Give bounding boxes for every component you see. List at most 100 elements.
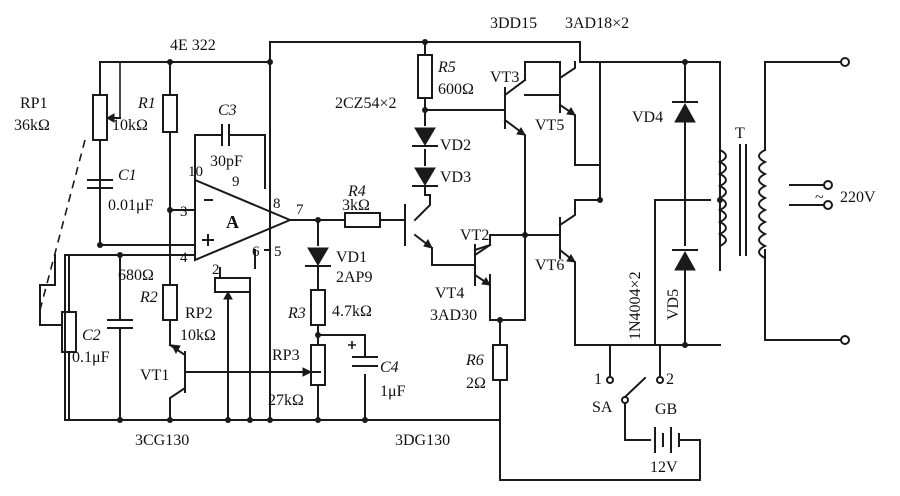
vt3-name-label: VT3 <box>490 69 519 86</box>
r2-value-label: 680Ω <box>118 267 154 284</box>
diode-model-label: 1N4004×2 <box>627 271 644 340</box>
pin-6-label: 6 <box>252 244 260 260</box>
vt4-model-label: 3AD30 <box>430 307 477 324</box>
r6-value-label: 2Ω <box>466 375 486 392</box>
c3-value-label: 30pF <box>210 153 243 170</box>
vt2-model-label: 3DG130 <box>395 432 450 449</box>
vt2-name-label: VT2 <box>460 227 489 244</box>
c2-capacitor <box>107 319 133 421</box>
r4-resistor <box>344 212 381 228</box>
vd2-zener <box>412 127 438 147</box>
r6-resistor <box>492 344 508 381</box>
c1-name-label: C1 <box>118 167 137 184</box>
pin-10-label: 10 <box>188 164 203 180</box>
vd1-diode <box>305 247 331 267</box>
vt4-name-label: VT4 <box>435 285 464 302</box>
ac-tilde-label: ~ <box>815 189 824 206</box>
terminal-ac-1 <box>823 180 833 190</box>
c3-capacitor <box>221 124 230 146</box>
vd3-name-label: VD3 <box>440 169 471 186</box>
vt6-transistor <box>544 217 576 263</box>
rp2-potentiometer <box>214 277 251 306</box>
r3-value-label: 4.7kΩ <box>332 303 372 320</box>
terminal-bottom <box>840 335 850 345</box>
vt4-transistor <box>473 243 492 321</box>
rp1-potentiometer <box>92 62 121 141</box>
r1-resistor <box>162 94 178 133</box>
r6-name-label: R6 <box>465 352 484 369</box>
wires <box>64 41 841 481</box>
c4-name-label: C4 <box>380 359 399 376</box>
r1-name-label: R1 <box>137 95 156 112</box>
battery-name-label: GB <box>655 401 677 418</box>
vt1-model-label: 3CG130 <box>135 432 189 449</box>
r2-name-label: R2 <box>139 289 158 306</box>
c4-value-label: 1μF <box>380 383 406 400</box>
pin-2-label: 2 <box>212 262 220 278</box>
vd1-name-label: VD1 <box>336 249 367 266</box>
vd4-name-label: VD4 <box>632 109 663 126</box>
vd5-diode <box>672 249 698 271</box>
rp1-name-label: RP1 <box>20 95 48 112</box>
switch-name-label: SA <box>592 399 613 416</box>
c2-name-label: C2 <box>82 327 101 344</box>
vt1-name-label: VT1 <box>140 367 169 384</box>
rp2-value-label: 10kΩ <box>180 327 216 344</box>
c3-name-label: C3 <box>218 102 237 119</box>
terminal-top <box>840 57 850 67</box>
rp2-name-label: RP2 <box>185 305 213 322</box>
r3-resistor <box>310 289 326 326</box>
sa-switch <box>606 376 664 404</box>
vt6-name-label: VT6 <box>535 257 564 274</box>
pin-4-label: 4 <box>180 250 188 266</box>
op-amp <box>194 178 293 262</box>
vt5-name-label: VT5 <box>535 117 564 134</box>
labels: 4E 322 RP1 36kΩ R1 10kΩ C3 30pF C1 0.01μ… <box>14 15 876 476</box>
transformer <box>717 144 768 260</box>
r5-name-label: R5 <box>437 59 456 76</box>
r3-name-label: R3 <box>287 305 306 322</box>
pin-3-label: 3 <box>180 204 188 220</box>
vt56-model-label: 3AD18×2 <box>565 15 629 32</box>
ic-model-label: 4E 322 <box>170 37 216 54</box>
r5-resistor <box>417 54 433 99</box>
ac-value-label: 220V <box>840 189 876 206</box>
r5-value-label: 600Ω <box>438 81 474 98</box>
c1-capacitor <box>87 179 113 189</box>
c4-capacitor <box>348 341 378 367</box>
r2-resistor <box>162 284 178 321</box>
rp3-value-label: 27kΩ <box>268 392 304 409</box>
vt3-model-label: 3DD15 <box>490 15 537 32</box>
transformer-name-label: T <box>735 125 745 142</box>
rp3-potentiometer <box>302 344 326 386</box>
r4-value-label: 3kΩ <box>342 197 370 214</box>
vd4-diode <box>672 101 698 123</box>
switch-pos2-label: 2 <box>666 371 674 388</box>
zener-model-label: 2CZ54×2 <box>335 95 396 112</box>
vd5-name-label: VD5 <box>665 289 682 320</box>
r1-value-label: 10kΩ <box>112 117 148 134</box>
r4-name-label: R4 <box>347 183 366 200</box>
vt3-transistor <box>489 87 526 136</box>
gb-battery <box>639 427 691 453</box>
vt5-transistor <box>544 71 576 116</box>
pin-5-label: 5 <box>274 244 282 260</box>
pin-9-label: 9 <box>232 174 240 190</box>
switch-pos1-label: 1 <box>594 371 602 388</box>
pin-8-label: 8 <box>273 196 281 212</box>
junction-dots <box>97 39 723 423</box>
vd2-name-label: VD2 <box>440 137 471 154</box>
terminal-ac-2 <box>823 200 833 210</box>
vt1-transistor <box>171 344 201 393</box>
ic-name-label: A <box>226 212 239 232</box>
gang-link <box>39 139 86 311</box>
pin-7-label: 7 <box>296 202 304 218</box>
vt2-transistor <box>404 204 433 249</box>
c1-value-label: 0.01μF <box>108 197 154 214</box>
vd3-zener <box>412 167 438 187</box>
vd1-model-label: 2AP9 <box>336 269 372 286</box>
c2-value-label: 0.1μF <box>72 349 110 366</box>
battery-value-label: 12V <box>650 459 678 476</box>
